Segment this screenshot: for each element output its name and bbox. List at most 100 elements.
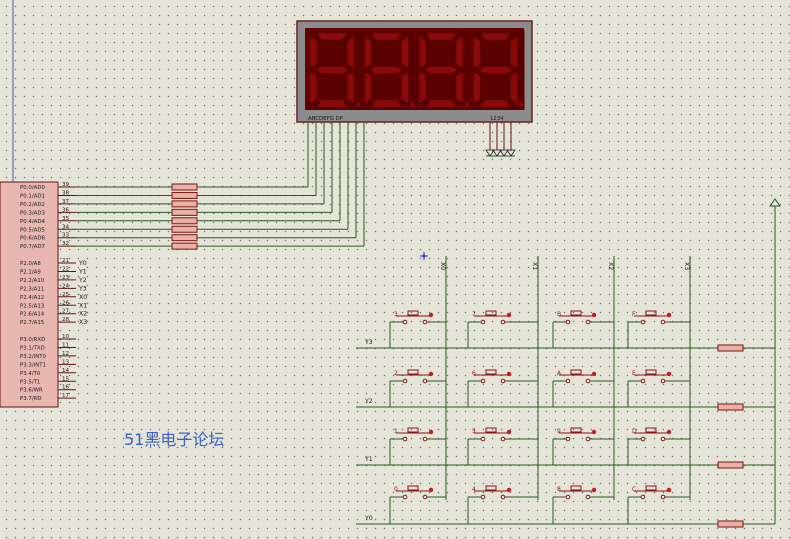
mcu-pin-net: X1 <box>79 302 87 309</box>
row-net-label: Y2 <box>364 398 373 405</box>
button-contact <box>500 378 506 384</box>
mcu-pin-net: X2 <box>79 311 87 318</box>
keypad-button-F[interactable] <box>634 310 672 325</box>
button-contact <box>660 494 666 500</box>
keypad-button-4[interactable] <box>474 485 512 500</box>
row-pullup-resistor <box>717 520 744 528</box>
mcu-pin-net: X0 <box>79 294 87 301</box>
keypad-key-label: 2 <box>394 370 398 377</box>
mcu-pin-number: 24 <box>62 283 70 289</box>
mcu-pin-number: 28 <box>62 317 70 323</box>
segment-e <box>309 71 318 105</box>
mcu-pin-name: P3.4/T0 <box>20 371 41 377</box>
mcu-pin-number: 26 <box>62 300 70 306</box>
button-contact <box>640 319 646 325</box>
button-contact <box>640 378 646 384</box>
segment-f <box>473 35 481 69</box>
button-plunger <box>485 369 497 375</box>
p0-resistor <box>171 217 198 225</box>
segment-d <box>370 99 403 108</box>
mcu-pin-number: 13 <box>62 359 70 365</box>
button-plunger <box>485 485 497 491</box>
mcu-pin-number: 17 <box>62 393 70 399</box>
mcu-pin-name: P3.1/TXD <box>20 345 45 351</box>
segment-c <box>510 71 518 105</box>
seven-segment-display[interactable]: ABCDEFG DP 1234 <box>296 20 533 123</box>
button-contact <box>500 436 506 442</box>
button-contact <box>402 319 408 325</box>
button-contact <box>565 494 571 500</box>
keypad-button-9[interactable] <box>559 427 597 442</box>
segment-d <box>425 99 457 108</box>
button-actuator <box>506 371 512 377</box>
mcu-pin-number: 22 <box>62 266 69 272</box>
keypad-button-8[interactable] <box>559 485 597 500</box>
keypad-button-E[interactable] <box>634 369 672 384</box>
column-net-label: X2 <box>607 262 614 270</box>
p0-resistor <box>171 208 198 216</box>
segment-dp <box>355 101 361 108</box>
probe-marker <box>420 252 428 260</box>
button-contact <box>565 378 571 384</box>
keypad-key-label: 9 <box>557 428 561 435</box>
p0-resistor <box>171 183 198 191</box>
mcu-pin-number: 34 <box>62 224 70 230</box>
button-contact <box>500 494 506 500</box>
row-net-label: Y3 <box>364 339 373 346</box>
keypad-button-2[interactable] <box>396 369 434 384</box>
mcu-pin-net: X3 <box>79 319 87 326</box>
segment-d <box>479 99 512 108</box>
mcu-pin-number: 12 <box>62 351 69 357</box>
keypad-button-0[interactable] <box>396 485 434 500</box>
keypad-button-A[interactable] <box>559 369 597 384</box>
segment-e <box>418 71 427 105</box>
digit-2 <box>361 30 416 110</box>
segment-b <box>401 35 409 69</box>
mcu-pin-number: 15 <box>62 376 70 382</box>
digit-pin-terminal <box>485 149 495 157</box>
row-pullup-resistor <box>717 461 744 469</box>
mcu-pin-name: P0.5/AD5 <box>20 227 45 233</box>
button-contact <box>402 378 408 384</box>
keypad-key-label: 5 <box>472 428 476 435</box>
mcu-pin-net: Y3 <box>78 285 87 292</box>
digit-common-pins <box>485 122 516 157</box>
button-contact <box>422 378 428 384</box>
segment-pins-label: ABCDEFG DP <box>308 116 344 122</box>
button-plunger <box>485 310 497 316</box>
button-contact <box>565 436 571 442</box>
mcu-pin-name: P3.6/WR <box>20 388 43 394</box>
button-contact <box>585 378 591 384</box>
vcc-terminal <box>769 198 781 524</box>
digit-pin-terminal <box>506 149 516 157</box>
mcu-pin-name: P2.0/A8 <box>20 261 41 267</box>
mcu-pin-number: 10 <box>62 334 70 340</box>
mcu-pin-number: 37 <box>62 199 70 205</box>
button-actuator <box>666 371 672 377</box>
button-actuator <box>666 487 672 493</box>
keypad-button-C[interactable] <box>634 485 672 500</box>
button-contact <box>640 494 646 500</box>
keypad-button-7[interactable] <box>474 310 512 325</box>
button-actuator <box>666 312 672 318</box>
button-actuator <box>591 429 597 435</box>
button-actuator <box>591 371 597 377</box>
column-net-label: X3 <box>683 262 690 270</box>
button-plunger <box>570 485 582 491</box>
mcu-pin-number: 27 <box>62 309 70 315</box>
button-contact <box>660 436 666 442</box>
keypad-button-1[interactable] <box>396 427 434 442</box>
button-plunger <box>407 427 419 433</box>
button-actuator <box>591 487 597 493</box>
keypad-button-6[interactable] <box>474 369 512 384</box>
segment-f <box>418 35 427 69</box>
keypad-button-D[interactable] <box>634 427 672 442</box>
keypad-button-5[interactable] <box>474 427 512 442</box>
keypad-key-label: C <box>632 486 636 493</box>
button-actuator <box>428 312 434 318</box>
keypad-button-3[interactable] <box>396 310 434 325</box>
keypad-button-B[interactable] <box>559 310 597 325</box>
